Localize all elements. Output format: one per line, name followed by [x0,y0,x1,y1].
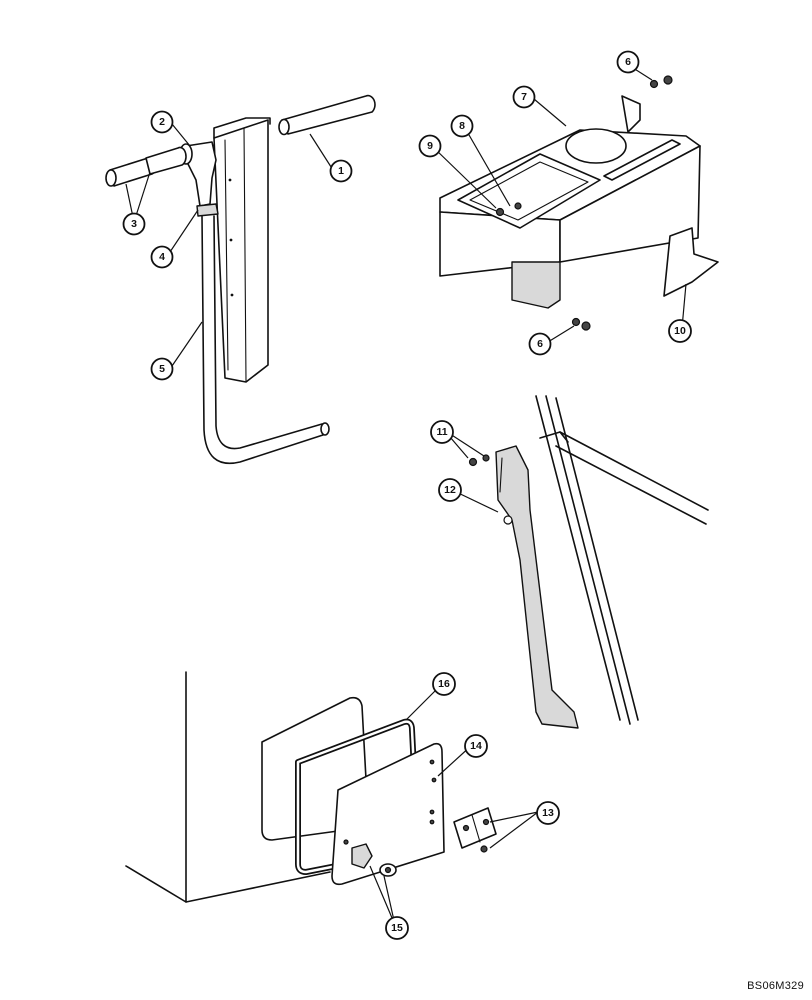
callout-3: 3 [122,212,146,236]
screw [495,207,505,217]
console-box-assembly [439,75,719,331]
callout-7: 7 [512,85,536,109]
callout-6-top: 6 [616,50,640,74]
callout-4: 4 [150,245,174,269]
svg-text:16: 16 [438,678,450,690]
callout-9: 9 [418,134,442,158]
cab-wall-corner [125,671,187,903]
svg-text:10: 10 [674,325,686,337]
svg-text:6: 6 [537,338,543,350]
hinge [453,807,497,849]
svg-text:4: 4 [159,251,165,263]
svg-text:14: 14 [470,740,482,752]
console-side [559,145,701,263]
callout-13: 13 [536,801,560,825]
leader-lines [125,65,687,926]
svg-text:13: 13 [542,807,554,819]
svg-text:11: 11 [436,426,447,438]
drawing-code-label: BS06M329 [747,980,804,992]
callout-1: 1 [329,159,353,183]
hose-post-assembly [105,94,376,464]
hose [201,215,327,464]
svg-text:9: 9 [427,140,433,152]
svg-text:5: 5 [159,363,165,375]
window-frame-rail [535,395,621,721]
side-bracket [663,227,719,297]
hose-clamp [196,203,219,217]
svg-text:7: 7 [521,91,527,103]
callout-5: 5 [150,357,174,381]
svg-text:15: 15 [391,922,403,934]
callout-11: 11 [430,420,454,444]
callout-6-bottom: 6 [528,332,552,356]
callout-10: 10 [668,319,692,343]
callout-14: 14 [464,734,488,758]
svg-text:6: 6 [625,56,631,68]
right-handle-pipe [281,94,376,135]
callout-15: 15 [385,916,409,940]
vertical-post [213,119,269,383]
callout-12: 12 [438,478,462,502]
callout-2: 2 [150,110,174,134]
cup-holder [565,128,627,164]
svg-text:8: 8 [459,120,465,132]
svg-text:2: 2 [159,116,165,128]
callout-16: 16 [432,672,456,696]
svg-text:1: 1 [338,165,344,177]
svg-text:12: 12 [444,484,456,496]
trim-panel [495,445,579,729]
access-door-assembly [125,671,497,903]
window-trim-assembly [468,395,709,729]
callout-8: 8 [450,114,474,138]
door-latch [351,843,373,869]
svg-text:3: 3 [131,218,137,230]
